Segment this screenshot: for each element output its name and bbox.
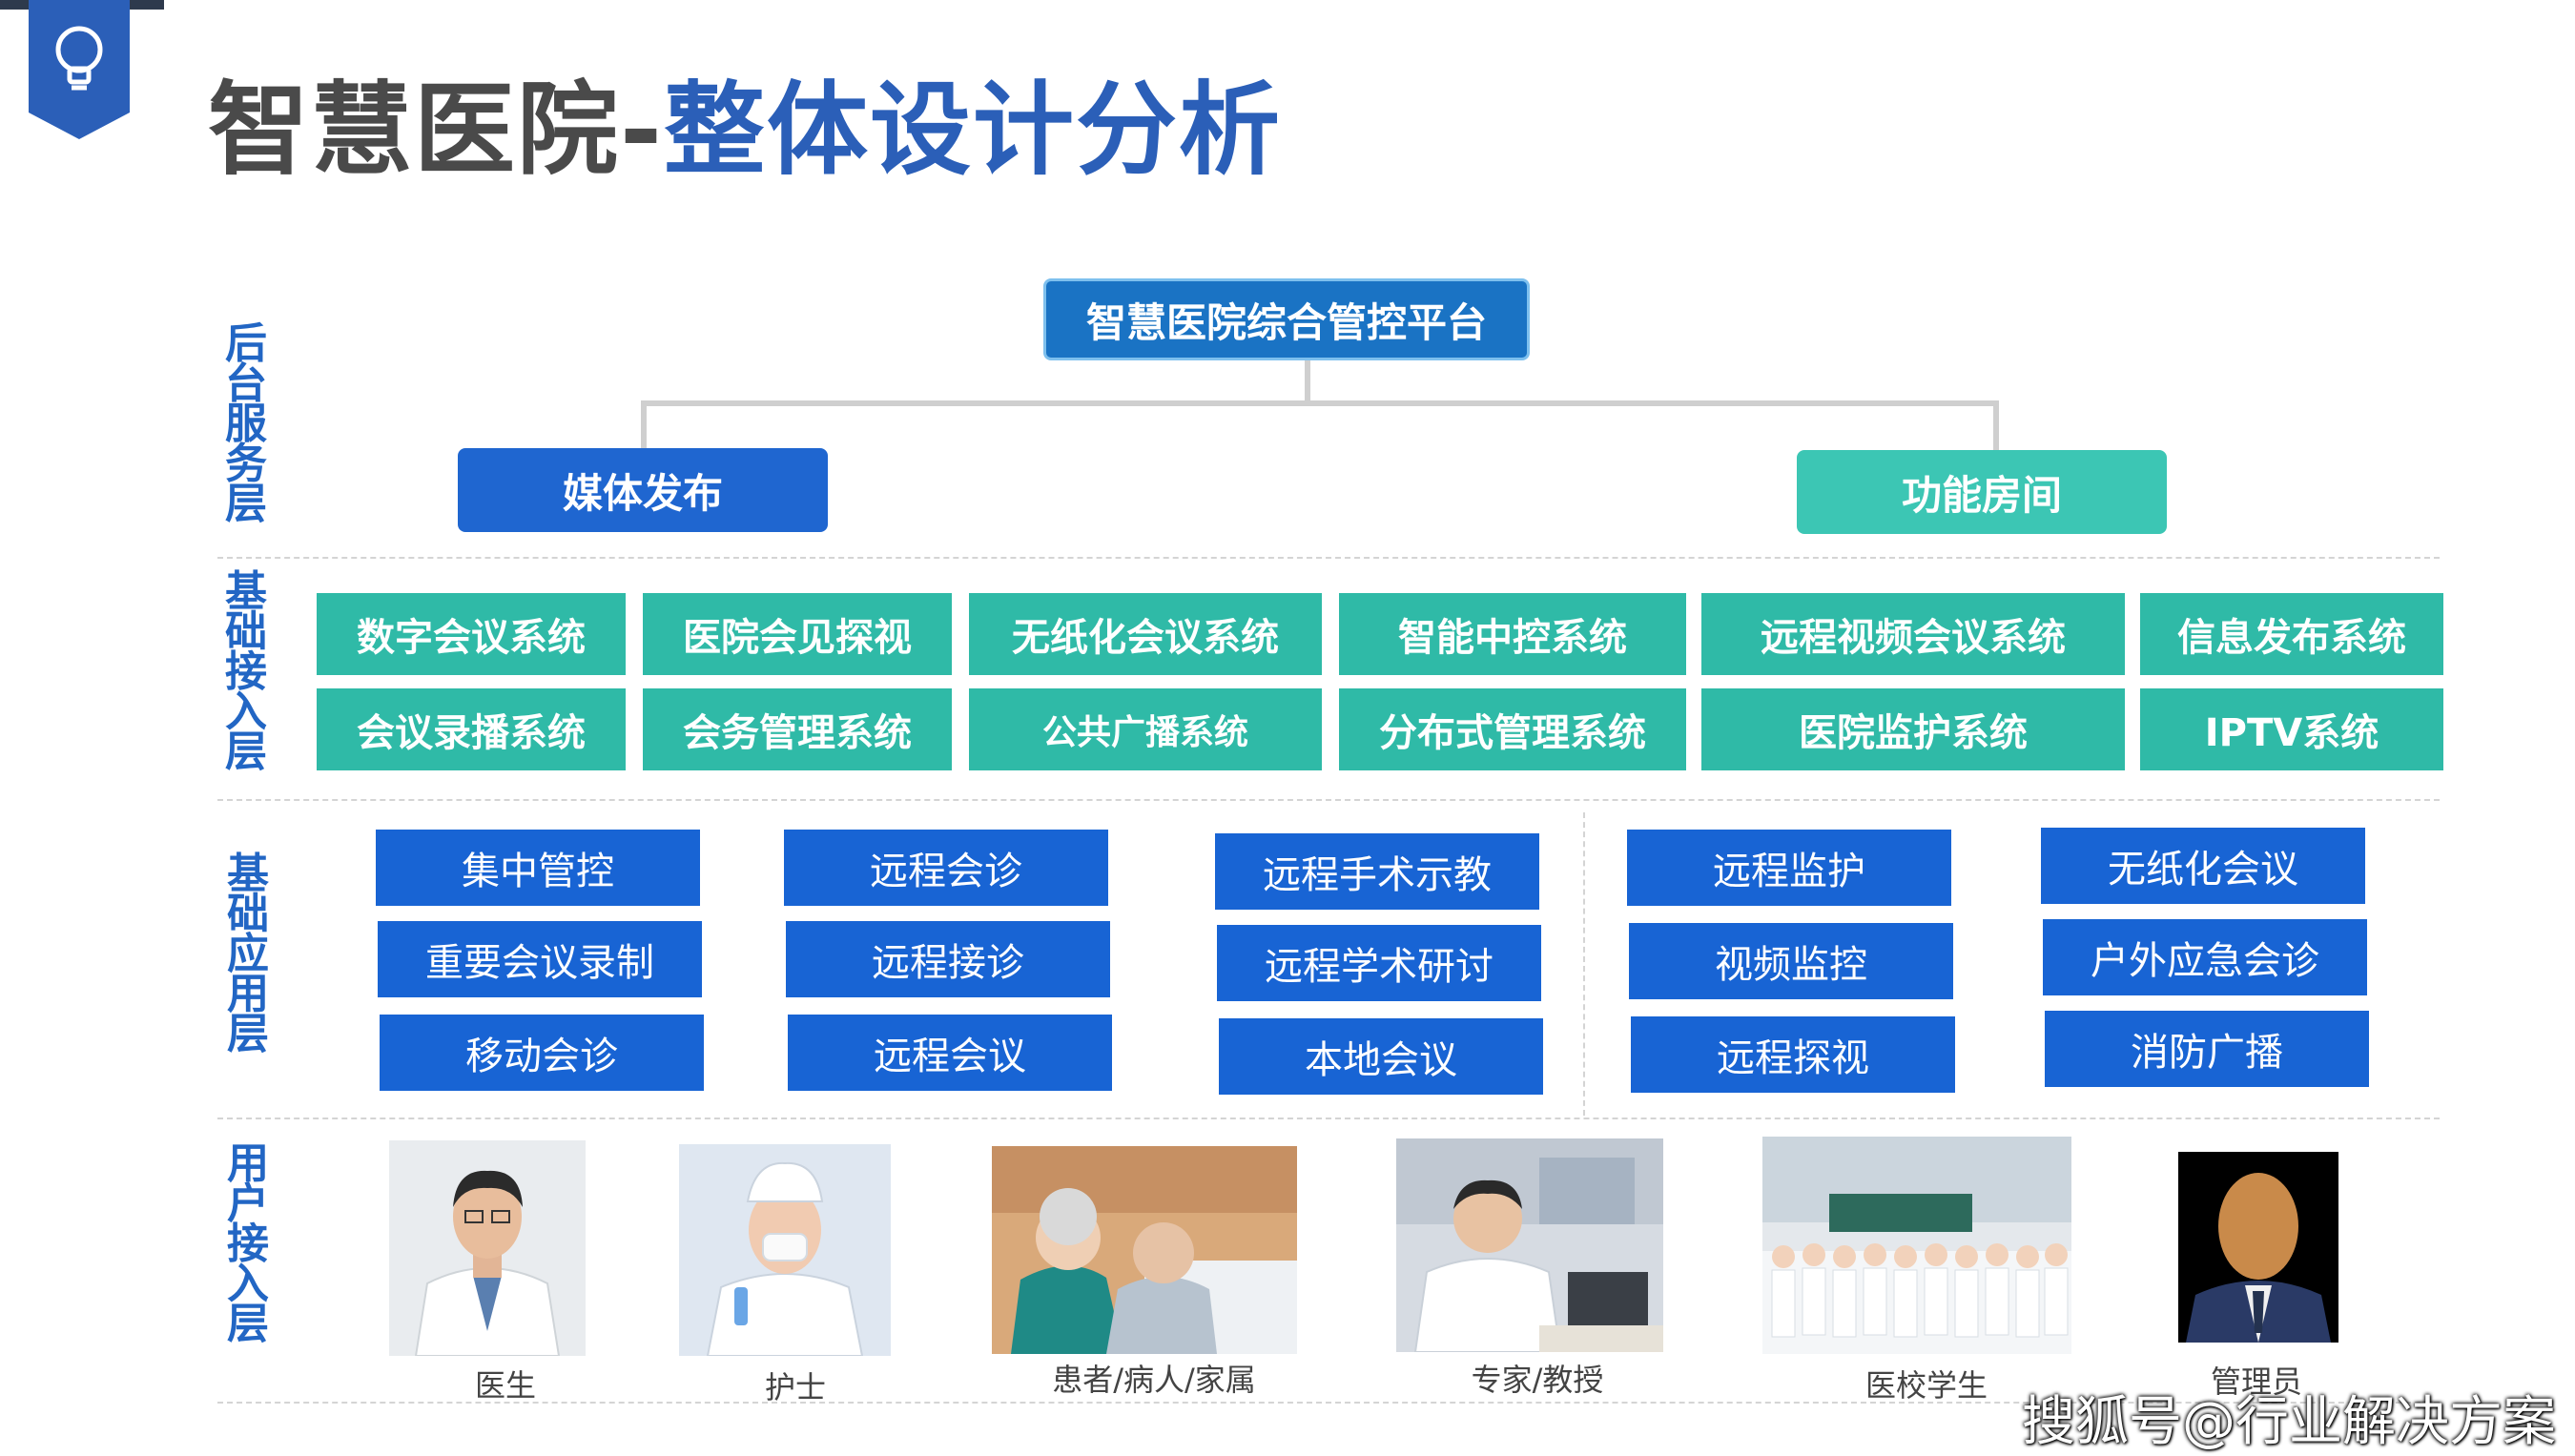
user-caption-admin: 管理员 — [2210, 1364, 2302, 1400]
separator-3 — [217, 1118, 2440, 1119]
system-hospital-visit: 医院会见探视 — [643, 593, 952, 675]
title-part-2: 整体设计分析 — [664, 72, 1282, 189]
system-distributed-management: 分布式管理系统 — [1339, 688, 1686, 770]
system-recording: 会议录播系统 — [317, 688, 626, 770]
connector-left — [641, 400, 647, 450]
expert-photo — [1396, 1138, 1663, 1352]
connector-vertical — [1305, 360, 1310, 404]
app-academic-seminar: 远程学术研讨 — [1217, 925, 1541, 1001]
app-video-surveillance: 视频监控 — [1629, 923, 1953, 999]
connector-horizontal — [641, 400, 1999, 406]
connector-right — [1993, 400, 1999, 450]
category-function-room: 功能房间 — [1797, 450, 2167, 534]
system-hospital-monitoring: 医院监护系统 — [1701, 688, 2125, 770]
user-caption-expert: 专家/教授 — [1471, 1362, 1604, 1398]
user-caption-patient-family: 患者/病人/家属 — [1052, 1362, 1256, 1398]
separator-2 — [217, 799, 2440, 801]
category-media: 媒体发布 — [458, 448, 828, 532]
app-remote-visit: 远程探视 — [1631, 1016, 1955, 1093]
app-paperless-meeting: 无纸化会议 — [2041, 828, 2365, 904]
app-remote-consultation: 远程会诊 — [784, 830, 1108, 906]
system-video-conference: 远程视频会议系统 — [1701, 593, 2125, 675]
app-meeting-recording: 重要会议录制 — [378, 921, 702, 997]
doctor-photo — [389, 1140, 586, 1356]
app-local-meeting: 本地会议 — [1219, 1018, 1543, 1095]
system-conference-management: 会务管理系统 — [643, 688, 952, 770]
watermark: 搜狐号@行业解决方案 — [2022, 1391, 2556, 1453]
system-iptv: IPTV系统 — [2140, 688, 2443, 770]
layer-label-basic-app: 基础应用层 — [227, 850, 269, 1058]
app-remote-meeting: 远程会议 — [788, 1015, 1112, 1091]
system-central-control: 智能中控系统 — [1339, 593, 1686, 675]
separator-4 — [217, 1402, 2440, 1404]
platform-box: 智慧医院综合管控平台 — [1043, 278, 1530, 360]
app-remote-monitoring: 远程监护 — [1627, 830, 1951, 906]
app-surgery-demo: 远程手术示教 — [1215, 833, 1539, 910]
user-caption-students: 医校学生 — [1864, 1367, 1988, 1404]
app-mobile-consultation: 移动会诊 — [380, 1015, 704, 1091]
layer-label-backend: 后台服务层 — [225, 319, 267, 528]
app-central-control: 集中管控 — [376, 830, 700, 906]
separator-1 — [217, 557, 2440, 559]
medical-students-photo — [1762, 1137, 2071, 1354]
system-info-release: 信息发布系统 — [2140, 593, 2443, 675]
system-digital-conference: 数字会议系统 — [317, 593, 626, 675]
nurse-photo — [679, 1144, 891, 1356]
patient-family-photo — [992, 1146, 1297, 1354]
user-caption-doctor: 医生 — [474, 1367, 536, 1404]
app-remote-reception: 远程接诊 — [786, 921, 1110, 997]
system-paperless: 无纸化会议系统 — [969, 593, 1322, 675]
app-fire-broadcast: 消防广播 — [2045, 1011, 2369, 1087]
layer-label-user-access: 用户接入层 — [227, 1139, 269, 1348]
layer-label-basic-access: 基础接入层 — [225, 567, 267, 776]
app-divider — [1583, 812, 1585, 1116]
lightbulb-icon — [29, 0, 130, 139]
system-public-broadcast: 公共广播系统 — [969, 688, 1322, 770]
app-emergency-consultation: 户外应急会诊 — [2043, 919, 2367, 995]
page-title: 智慧医院-整体设计分析 — [208, 59, 1282, 189]
administrator-avatar — [2178, 1152, 2338, 1343]
user-caption-nurse: 护士 — [764, 1369, 826, 1405]
title-part-1: 智慧医院- — [208, 72, 664, 189]
